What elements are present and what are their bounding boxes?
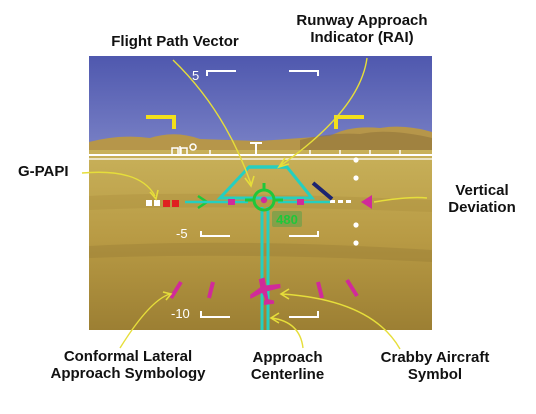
horizon-heading-ticks <box>179 146 401 155</box>
label-crabby-line2: Symbol <box>407 366 463 383</box>
horizon-line <box>89 154 432 160</box>
pitch-ladder-plus5 <box>206 70 319 76</box>
callout-lines <box>81 57 428 350</box>
deviation-dotted-line <box>330 200 351 203</box>
label-fpv-text: Flight Path Vector <box>111 33 239 50</box>
vertical-deviation-scale <box>353 157 359 246</box>
hills-shadow <box>300 131 432 150</box>
label-centerline-line1: Approach <box>252 349 323 366</box>
pitch-label-5: 5 <box>192 68 199 83</box>
speed-readout-box <box>272 211 302 227</box>
horizon-symbols <box>171 143 197 154</box>
wing-magenta-ticks <box>228 199 304 205</box>
label-approach-centerline: Approach Centerline <box>230 349 345 383</box>
label-gpapi-text: G-PAPI <box>18 163 69 180</box>
crabby-aircraft-symbol <box>250 277 281 305</box>
label-vdev-line2: Deviation <box>448 199 516 216</box>
heading-t-marker <box>250 142 262 155</box>
approach-centerline <box>260 207 270 330</box>
label-clas-line1: Conformal Lateral <box>63 348 193 365</box>
label-conformal-lateral: Conformal Lateral Approach Symbology <box>38 348 218 382</box>
label-rai-line2: Indicator (RAI) <box>310 29 414 46</box>
label-vdev-line1: Vertical <box>455 182 509 199</box>
pitch-ladder-minus5 <box>200 231 319 237</box>
pitch-label-minus10: -10 <box>171 306 190 321</box>
label-g-papi: G-PAPI <box>18 163 88 180</box>
speed-readout: 480 <box>276 212 298 227</box>
ground-band <box>89 193 432 212</box>
vertical-deviation-pointer <box>361 195 372 209</box>
pitch-label-minus5: -5 <box>176 226 188 241</box>
label-rai-line1: Runway Approach <box>296 12 428 29</box>
label-clas-line2: Approach Symbology <box>50 365 206 382</box>
g-papi-lights <box>146 200 179 207</box>
conformal-lateral-marks <box>169 278 359 300</box>
flight-path-vector <box>245 183 283 212</box>
label-centerline-line2: Centerline <box>250 366 325 383</box>
label-crabby-line1: Crabby Aircraft <box>380 349 490 366</box>
course-segment <box>311 181 334 201</box>
label-runway-approach-indicator: Runway Approach Indicator (RAI) <box>282 12 442 46</box>
label-flight-path-vector: Flight Path Vector <box>95 33 255 50</box>
label-crabby-aircraft: Crabby Aircraft Symbol <box>360 349 510 383</box>
label-vertical-deviation: Vertical Deviation <box>432 182 532 216</box>
pitch-ladder-minus10 <box>200 311 319 318</box>
